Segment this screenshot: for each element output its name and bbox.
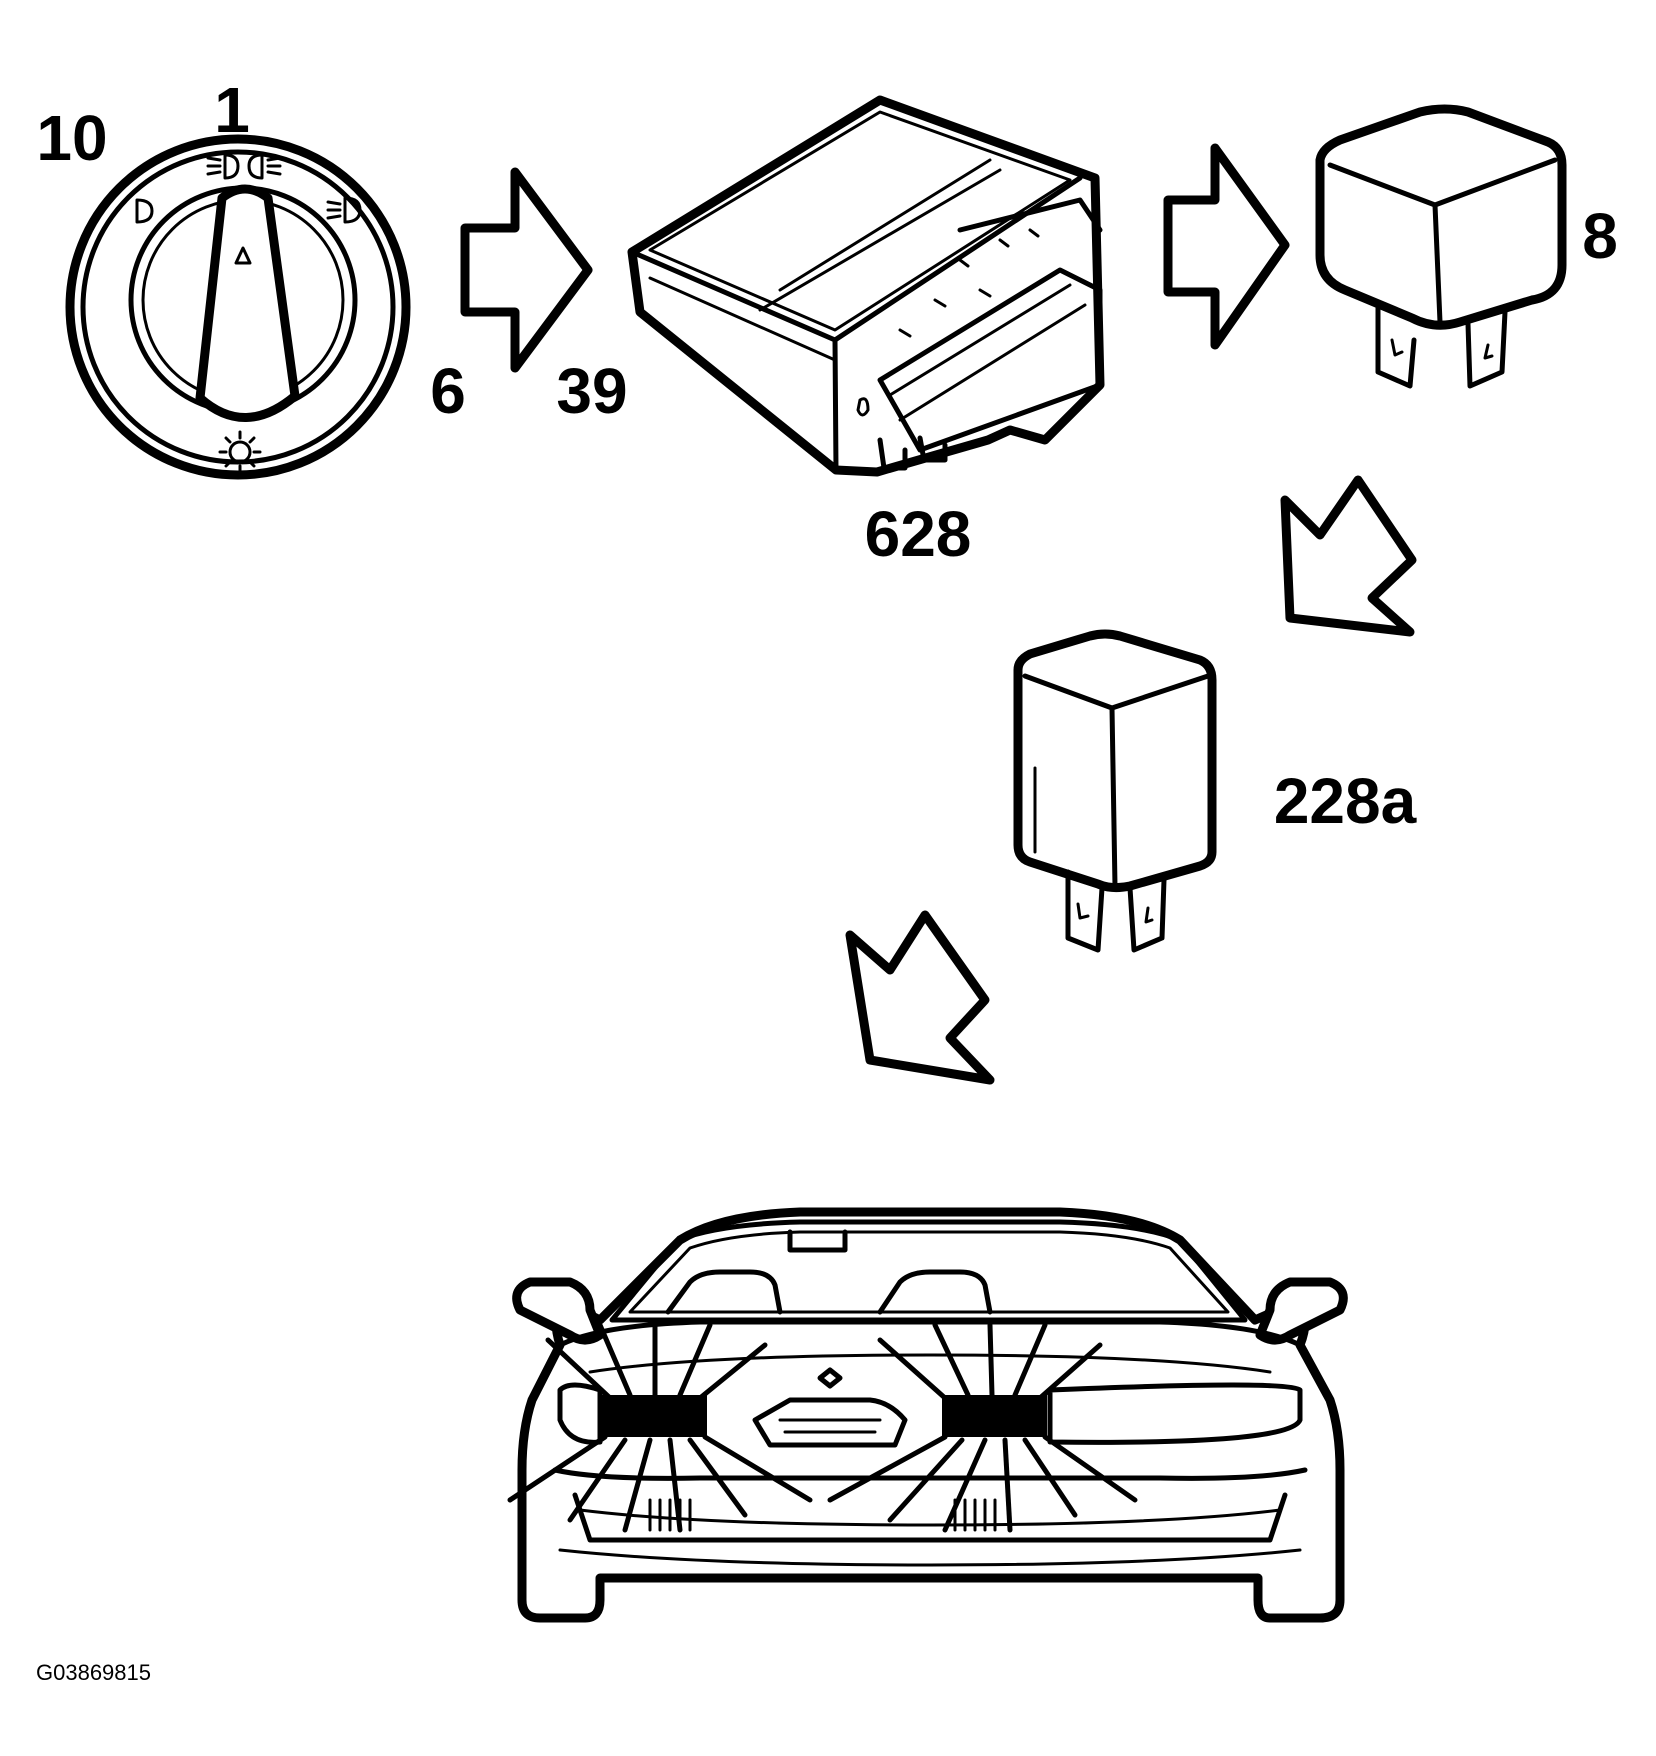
knob-pointer-icon [234, 246, 252, 265]
light-rays [507, 1322, 1138, 1533]
relay-228a [1013, 629, 1217, 953]
label-switch-left: 10 [36, 102, 107, 174]
flow-arrow-2 [1163, 143, 1290, 350]
label-relay-middle: 228a [1274, 765, 1417, 837]
flow-arrow-1 [460, 167, 593, 373]
left-headlight [602, 1395, 707, 1437]
car-front [512, 1207, 1348, 1623]
right-headlight [942, 1395, 1047, 1437]
label-module: 628 [865, 498, 972, 570]
low-beam-icon [326, 196, 362, 224]
figure-code: G03869815 [36, 1660, 151, 1685]
relay-8 [1315, 104, 1567, 389]
light-switch [65, 134, 411, 480]
parking-light-icon [135, 198, 154, 224]
control-module [627, 95, 1105, 477]
switch-knob [195, 184, 300, 422]
flow-arrow-3 [1280, 475, 1417, 637]
label-switch-top: 1 [214, 74, 250, 146]
label-switch-right: 6 [430, 355, 466, 427]
headlight-symbol-icon [206, 153, 282, 180]
label-relay-top: 8 [1582, 200, 1618, 272]
flow-arrow-4 [845, 910, 995, 1085]
label-arrow: 39 [556, 355, 627, 427]
off-symbol-icon [218, 430, 262, 474]
